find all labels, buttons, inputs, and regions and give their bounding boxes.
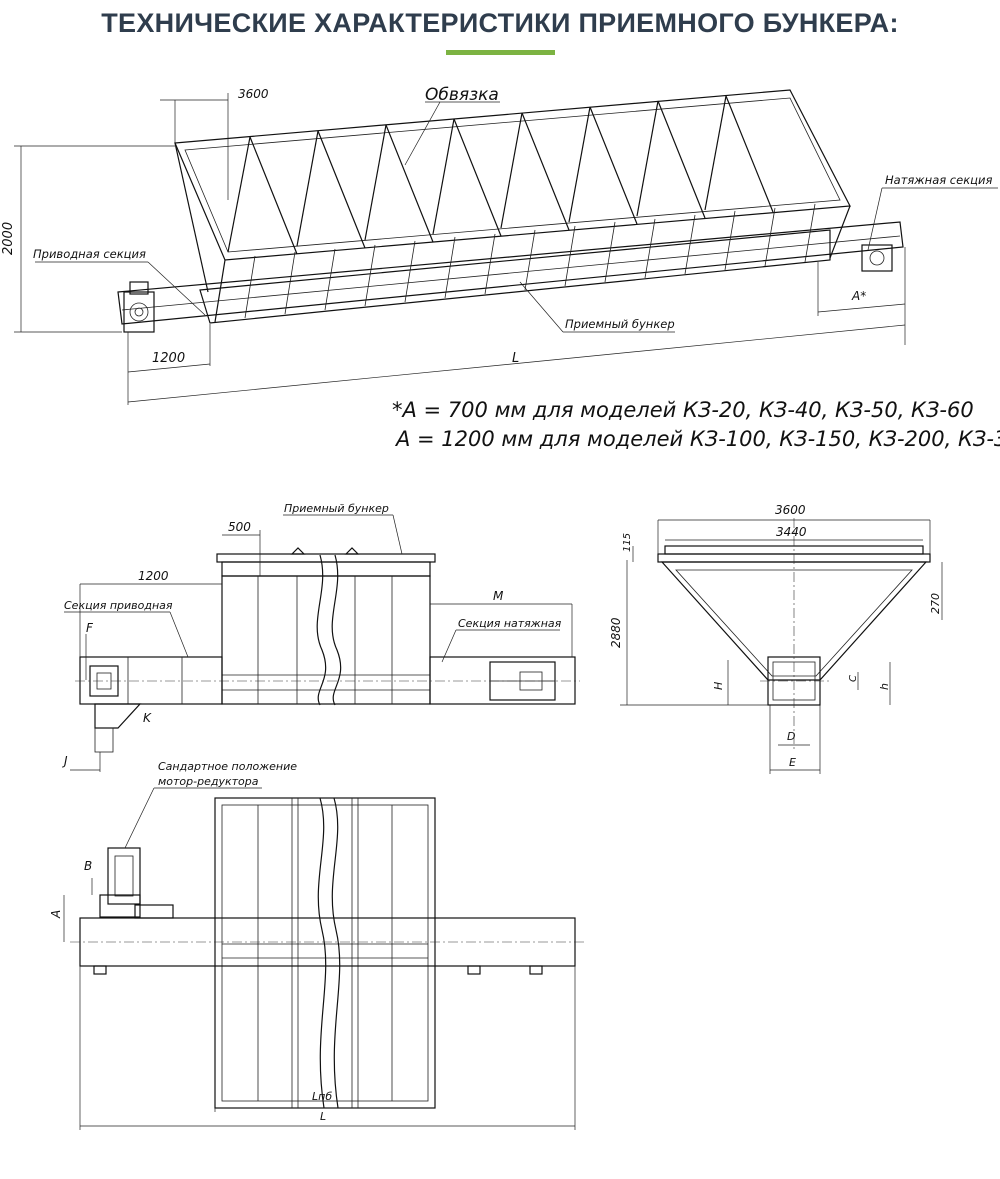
- iso-label-drive: Приводная секция: [33, 247, 146, 261]
- side-dim-1200: 1200: [138, 569, 169, 583]
- plan-label-motor-line1: Сандартное положение: [158, 760, 297, 773]
- side-tension-section: [429, 656, 576, 705]
- iso-dim-2000: 2000: [1, 222, 16, 255]
- end-dim-D: D: [787, 730, 795, 743]
- page-title: ТЕХНИЧЕСКИЕ ХАРАКТЕРИСТИКИ ПРИЕМНОГО БУН…: [101, 8, 899, 38]
- plan-motor-gear: [107, 847, 141, 905]
- plan-hopper-outer: [214, 797, 436, 1109]
- side-view: 500 1200 M F K J Приемный бункер Секция …: [62, 502, 580, 772]
- side-dim-500: 500: [228, 520, 251, 534]
- end-dim-C: C: [848, 675, 859, 682]
- side-drive-section: [79, 656, 223, 705]
- iso-dim-3600: 3600: [238, 87, 269, 101]
- note-line-2: A = 1200 мм для моделей КЗ-100, КЗ-150, …: [394, 427, 1000, 451]
- end-view: 3600 3440 115 2880 270 H h C D E: [609, 503, 943, 774]
- end-dim-270: 270: [929, 593, 942, 614]
- end-dim-2880: 2880: [609, 617, 623, 648]
- title-underline: [446, 50, 555, 55]
- plan-view: B A Lпб L Сандартное положение мотор-ред…: [49, 760, 585, 1130]
- iso-drive-unit: [123, 291, 155, 333]
- end-dim-115: 115: [622, 533, 633, 552]
- side-dim-M: M: [493, 589, 504, 603]
- iso-label-hopper: Приемный бункер: [565, 317, 675, 331]
- end-dim-H: H: [712, 682, 725, 690]
- end-dim-h: h: [878, 683, 891, 690]
- end-dim-3600: 3600: [775, 503, 806, 517]
- note-line-1: *A = 700 мм для моделей КЗ-20, КЗ-40, КЗ…: [392, 398, 974, 422]
- iso-view: 3600 2000 1200 L A* Обвязка Приводная се…: [1, 85, 998, 405]
- side-dim-J: J: [62, 754, 68, 768]
- iso-label-tension: Натяжная секция: [885, 173, 992, 187]
- side-hopper-body: [221, 575, 431, 705]
- plan-label-motor-line2: мотор-редуктора: [158, 775, 259, 788]
- end-dim-E: E: [789, 756, 796, 769]
- side-dim-F: F: [86, 621, 94, 635]
- iso-dim-A: A*: [851, 289, 866, 303]
- iso-conveyor-base: [117, 221, 904, 325]
- iso-label-strapping: Обвязка: [425, 85, 499, 105]
- iso-dim-1200: 1200: [152, 351, 185, 366]
- end-dim-3440: 3440: [776, 525, 807, 539]
- iso-dim-L: L: [512, 351, 519, 366]
- side-label-tension: Секция натяжная: [458, 617, 562, 630]
- iso-hopper-rim: [174, 89, 851, 261]
- side-label-drive: Секция приводная: [64, 599, 173, 612]
- iso-tension-unit: [861, 244, 893, 272]
- plan-dim-A: A: [49, 910, 63, 919]
- plan-dim-Lpb: Lпб: [312, 1090, 332, 1103]
- plan-dim-L: L: [320, 1110, 326, 1123]
- plan-dim-B: B: [84, 859, 92, 873]
- side-label-hopper: Приемный бункер: [284, 502, 389, 515]
- side-dim-K: K: [143, 711, 152, 725]
